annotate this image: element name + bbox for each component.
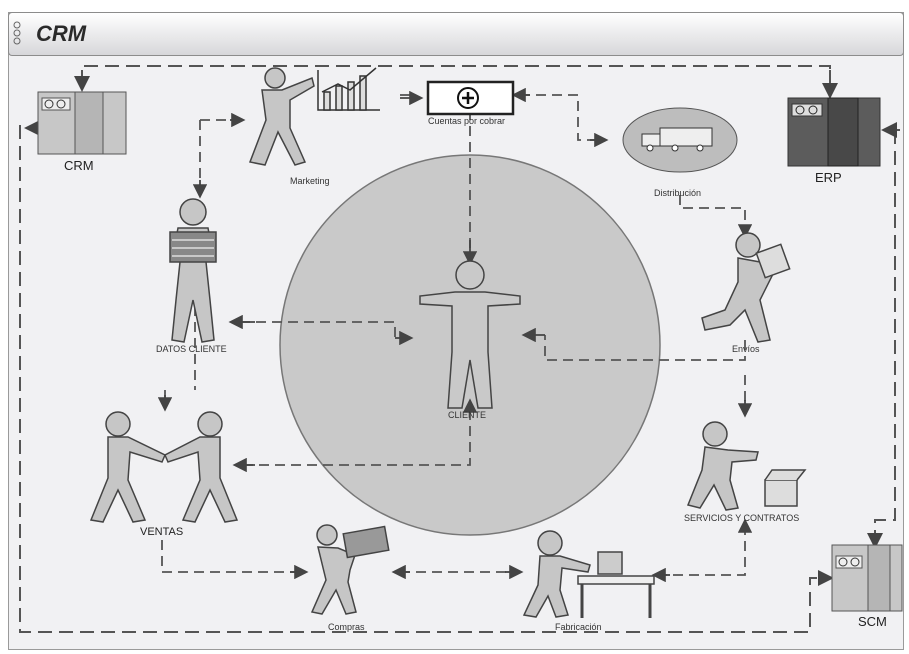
marketing-chart-icon xyxy=(317,67,380,111)
servicios-box-icon xyxy=(764,469,807,507)
crm-system-label: CRM xyxy=(64,158,94,173)
erp-server-icon xyxy=(787,97,881,167)
scm-system-label: SCM xyxy=(858,614,887,629)
cliente-figure-icon xyxy=(419,260,521,409)
grip-icon xyxy=(13,21,21,45)
ventas-figures-icon xyxy=(89,411,239,523)
distribution-truck-icon xyxy=(622,107,738,173)
cuentas-box-icon xyxy=(426,80,515,116)
compras-label: Compras xyxy=(328,622,365,632)
fabricacion-figure-icon xyxy=(522,530,591,618)
marketing-label: Marketing xyxy=(290,176,330,186)
servicios-figure-icon xyxy=(686,421,759,511)
distribucion-label: Distribución xyxy=(654,188,702,198)
fabricacion-label: Fabricación xyxy=(555,622,602,632)
scm-server-icon xyxy=(831,544,903,612)
cuentas-label: Cuentas por cobrar xyxy=(428,116,506,126)
envios-label: Envíos xyxy=(732,344,760,354)
ventas-label: VENTAS xyxy=(140,526,184,538)
header-title: CRM xyxy=(36,21,87,46)
compras-figure-icon xyxy=(310,524,390,615)
header-bar: CRM xyxy=(8,12,904,56)
conveyor-icon xyxy=(577,551,655,618)
cliente-label: CLIENTE xyxy=(448,410,487,420)
envios-figure-icon xyxy=(701,232,791,343)
marketing-figure-icon xyxy=(248,67,315,166)
datos-cliente-figure-icon xyxy=(169,198,217,343)
crm-server-icon xyxy=(37,91,127,155)
erp-system-label: ERP xyxy=(815,170,842,185)
flow-lines xyxy=(161,94,746,576)
servicios-label: SERVICIOS Y CONTRATOS xyxy=(684,513,800,523)
datos-cliente-label: DATOS CLIENTE xyxy=(156,344,227,354)
